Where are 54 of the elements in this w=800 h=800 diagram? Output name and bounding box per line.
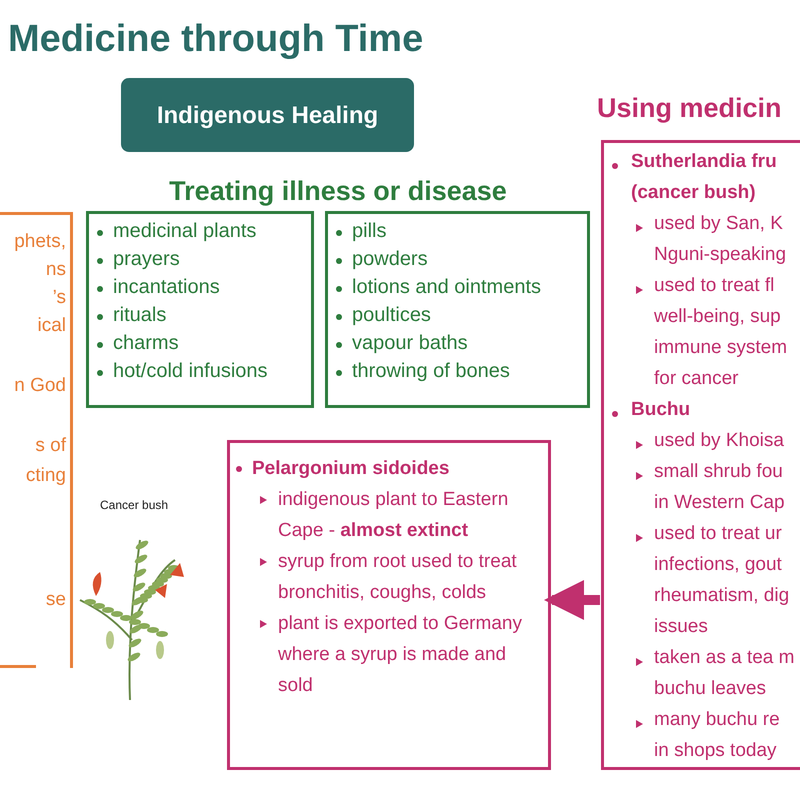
list-item: for cancer (654, 368, 738, 390)
list-item: used by Khoisa (654, 430, 784, 452)
list-item: well-being, sup (654, 306, 781, 328)
list-item: infections, gout (654, 554, 782, 576)
list-item: incantations (113, 276, 220, 299)
panel-text: ’s (52, 287, 66, 309)
panel-text: phets, (14, 231, 66, 253)
panel-text: s of (35, 435, 66, 457)
page-title: Medicine through Time (8, 18, 424, 61)
figure-caption: Cancer bush (100, 498, 168, 512)
panel-text: n God (14, 375, 66, 397)
list-item: many buchu re (654, 709, 780, 731)
panel-text: ns (46, 259, 66, 281)
info-box (227, 440, 551, 770)
list-item: used by San, K (654, 213, 783, 235)
list-item: charms (113, 332, 179, 355)
list-item: taken as a tea m (654, 647, 794, 669)
list-box (325, 211, 590, 408)
list-item: used to treat fl (654, 275, 774, 297)
list-item: hot/cold infusions (113, 360, 268, 383)
list-item: in Western Cap (654, 492, 785, 514)
list-item: in shops today (654, 740, 777, 762)
section-heading: Using medicin (597, 93, 782, 124)
arrow (544, 580, 600, 620)
list-item: poultices (352, 304, 431, 327)
plant-heading: Pelargonium sidoides (252, 457, 450, 481)
list-item: Nguni-speaking (654, 244, 786, 266)
list-item: immune system (654, 337, 788, 359)
text-panel (0, 212, 73, 668)
info-box (601, 140, 800, 770)
list-item: powders (352, 248, 428, 271)
list-item: vapour baths (352, 332, 468, 355)
list-item: throwing of bones (352, 360, 510, 383)
list-item: plant is exported to Germany where a syrup is made and sold (278, 612, 523, 698)
plant-heading: (cancer bush) (631, 182, 756, 204)
list-item: issues (654, 616, 708, 638)
list-item: rituals (113, 304, 166, 327)
plant-heading: Sutherlandia fru (631, 151, 777, 173)
plant-heading: Buchu (631, 399, 690, 421)
list-box (86, 211, 314, 408)
list-item: prayers (113, 248, 180, 271)
section-heading: Treating illness or disease (168, 176, 508, 207)
list-item: medicinal plants (113, 220, 256, 243)
list-item: pills (352, 220, 386, 243)
list-item: rheumatism, dig (654, 585, 790, 607)
panel-text: cting (26, 465, 66, 487)
list-item: used to treat ur (654, 523, 782, 545)
list-item: small shrub fou (654, 461, 783, 483)
list-item: buchu leaves (654, 678, 766, 700)
panel-text: se (46, 589, 66, 611)
list-item: lotions and ointments (352, 276, 542, 299)
title-banner (121, 78, 414, 152)
banner-text: Indigenous Healing (156, 102, 380, 130)
panel-text: ical (37, 315, 66, 337)
